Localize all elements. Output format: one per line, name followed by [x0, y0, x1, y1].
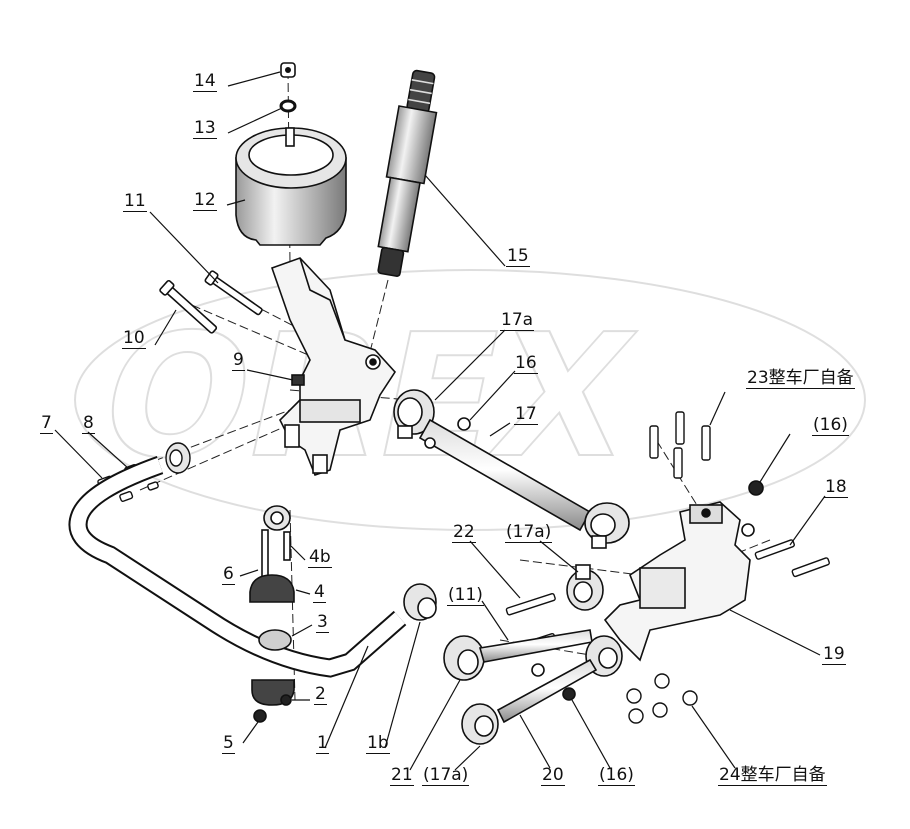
label-13: 13: [193, 118, 217, 139]
label-5: 5: [222, 733, 235, 754]
nut-16-right: [741, 480, 764, 537]
label-18: 18: [824, 477, 848, 498]
rod-20: [443, 629, 623, 745]
bolts-23: [649, 411, 711, 479]
label-24: 24整车厂自备: [718, 765, 827, 786]
nut-16-upper: [424, 417, 471, 449]
label-21: 21: [390, 765, 414, 786]
label-19: 19: [822, 644, 846, 665]
label-1b: 1b: [366, 733, 390, 754]
label-16-bottom: (16): [598, 765, 635, 786]
link-4b: [261, 505, 291, 579]
label-10: 10: [122, 328, 146, 349]
watermark-ellipse: [74, 269, 866, 531]
bushing-3: [258, 629, 292, 651]
label-4: 4: [313, 582, 326, 603]
bushing-17a-mid: [566, 564, 604, 611]
label-3: 3: [316, 612, 329, 633]
label-2: 2: [314, 684, 327, 705]
label-16-top: 16: [514, 353, 538, 374]
nuts-24: [626, 673, 698, 724]
nuts-16-bottom: [531, 663, 576, 701]
label-17: 17: [514, 404, 538, 425]
label-8: 8: [82, 413, 95, 434]
washer-13: [279, 99, 297, 113]
shock-absorber-15: [377, 69, 438, 277]
bolts-18: [754, 539, 830, 578]
label-17a-top: 17a: [500, 310, 535, 331]
label-11: 11: [123, 191, 147, 212]
label-14: 14: [193, 71, 217, 92]
label-22: 22: [452, 522, 476, 543]
label-23: 23整车厂自备: [746, 368, 855, 389]
nut-14: [280, 62, 296, 78]
leader-lines: [54, 71, 826, 771]
air-spring-12: [235, 127, 347, 246]
label-20: 20: [541, 765, 565, 786]
rod-17: [418, 418, 630, 549]
rear-bracket-19: [603, 501, 751, 662]
label-9: 9: [232, 350, 245, 371]
label-17a-bottom: (17a): [422, 765, 470, 786]
nut-5: [253, 709, 267, 723]
label-15: 15: [506, 246, 530, 267]
bolt-10: [159, 279, 218, 334]
label-16-right: (16): [812, 415, 849, 436]
front-bracket: [270, 257, 397, 476]
clamp-2: [251, 679, 295, 706]
label-1: 1: [316, 733, 329, 754]
label-12: 12: [193, 190, 217, 211]
label-7: 7: [40, 413, 53, 434]
clamp-4: [249, 574, 295, 603]
label-11-paren: (11): [447, 585, 484, 606]
label-17a-mid: (17a): [505, 522, 553, 543]
stabilizer-bar-1: [68, 456, 437, 678]
bushing-17a-upper: [393, 389, 435, 439]
label-4b: 4b: [308, 547, 332, 568]
label-6: 6: [222, 564, 235, 585]
